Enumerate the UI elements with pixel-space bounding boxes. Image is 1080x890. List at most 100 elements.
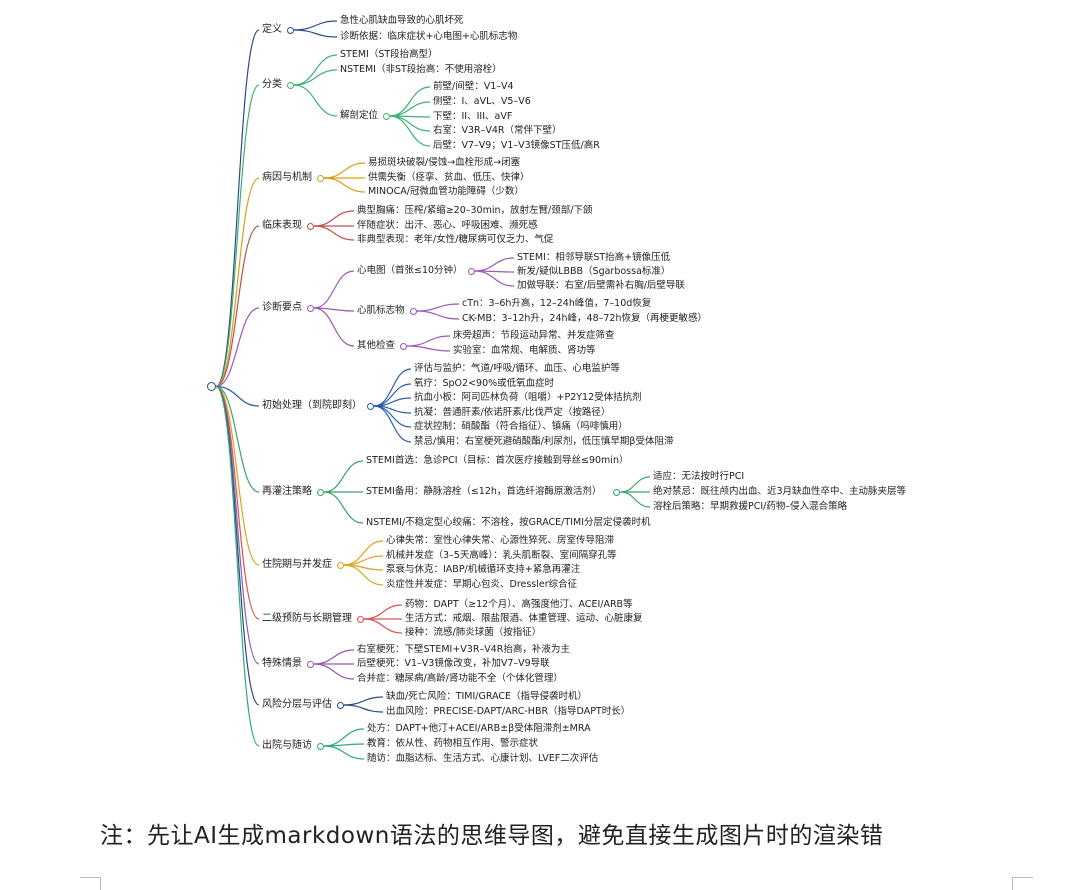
connector-line xyxy=(323,491,364,524)
connector-line xyxy=(215,385,260,620)
connector-line xyxy=(215,385,260,747)
connector-line xyxy=(343,540,384,566)
connector-line xyxy=(620,491,651,508)
collapse-toggle[interactable] xyxy=(307,304,314,312)
node-hospital[interactable]: 住院期与并发症 xyxy=(262,558,344,572)
collapse-toggle[interactable] xyxy=(337,701,344,709)
collapse-toggle[interactable] xyxy=(287,26,294,34)
node-initial[interactable]: 初始处理（到院即刻） xyxy=(262,399,374,413)
connector-line xyxy=(416,303,460,312)
connector-line xyxy=(323,177,366,193)
node-diagnosis[interactable]: 诊断要点 xyxy=(262,301,314,315)
node-label: 分类 xyxy=(262,79,282,90)
node-anatomy[interactable]: 解剖定位 xyxy=(340,109,391,123)
node-other-tests[interactable]: 其他检查 xyxy=(357,339,408,353)
connector-line xyxy=(407,345,451,352)
leaf: 生活方式：戒烟、限盐限酒、体重管理、运动、心脏康复 xyxy=(405,613,643,624)
root-node[interactable] xyxy=(207,382,216,391)
node-prevention[interactable]: 二级预防与长期管理 xyxy=(262,612,364,626)
leaf: 实验室：血常规、电解质、肾功等 xyxy=(453,345,596,356)
leaf: 供需失衡（痉挛、贫血、低压、快律） xyxy=(368,172,530,183)
leaf: 机械并发症（3–5天高峰）：乳头肌断裂、室间隔穿孔等 xyxy=(386,550,617,561)
node-label: 住院期与并发症 xyxy=(262,559,332,570)
leaf: 适应：无法按时行PCI xyxy=(653,471,745,482)
connector-line xyxy=(293,84,338,117)
connector-line xyxy=(313,225,355,241)
node-definition[interactable]: 定义 xyxy=(262,23,294,37)
collapse-toggle[interactable] xyxy=(613,488,621,496)
connector-line xyxy=(416,310,460,320)
collapse-toggle[interactable] xyxy=(383,112,391,120)
connector-line xyxy=(373,368,412,407)
node-label: 特殊情景 xyxy=(262,658,302,669)
node-label: 心肌标志物 xyxy=(357,305,405,316)
node-label: 出院与随访 xyxy=(262,740,312,751)
leaf: 诊断依据：临床症状+心电图+心肌标志物 xyxy=(340,31,518,42)
leaf: 抗血小板：阿司匹林负荷（咀嚼）+P2Y12受体拮抗剂 xyxy=(414,392,642,403)
leaf: 床旁超声：节段运动异常、并发症筛查 xyxy=(453,330,615,341)
connector-line xyxy=(313,270,355,309)
leaf: 心律失常：室性心律失常、心源性猝死、房室传导阻滞 xyxy=(386,535,615,546)
leaf: 急性心肌缺血导致的心肌坏死 xyxy=(340,15,464,26)
node-label: STEMI备用：静脉溶栓（≤12h，首选纤溶酶原激活剂） xyxy=(366,486,602,497)
leaf: 教育：依从性、药物相互作用、警示症状 xyxy=(367,738,539,749)
leaf: 绝对禁忌：既往颅内出血、近3月缺血性卒中、主动脉夹层等 xyxy=(653,486,907,497)
leaf: 溶栓后策略：早期救援PCI/药物–侵入混合策略 xyxy=(653,501,848,512)
leaf: 氧疗：SpO2<90%或低氧血症时 xyxy=(414,378,555,389)
connector-line xyxy=(373,405,412,443)
collapse-toggle[interactable] xyxy=(400,342,408,350)
connector-line xyxy=(215,385,260,706)
node-label: 病因与机制 xyxy=(262,172,312,183)
node-label: 定义 xyxy=(262,24,282,35)
leaf: 非典型表现：老年/女性/糖尿病可仅乏力、气促 xyxy=(357,234,554,245)
collapse-toggle[interactable] xyxy=(307,660,314,668)
leaf: 接种：流感/肺炎球菌（按指征） xyxy=(405,627,542,638)
node-ecg[interactable]: 心电图（首张≤10分钟） xyxy=(357,264,475,278)
node-special[interactable]: 特殊情景 xyxy=(262,657,314,671)
node-reperfusion[interactable]: 再灌注策略 xyxy=(262,485,324,499)
node-markers[interactable]: 心肌标志物 xyxy=(357,304,417,318)
connector-line xyxy=(390,115,431,132)
node-classification[interactable]: 分类 xyxy=(262,78,294,92)
collapse-toggle[interactable] xyxy=(317,174,324,182)
leaf: 合并症：糖尿病/高龄/肾功能不全（个体化管理） xyxy=(357,673,563,684)
collapse-toggle[interactable] xyxy=(409,307,417,315)
connector-line xyxy=(343,564,384,586)
leaf: 后壁梗死：V1–V3镜像改变，补加V7–V9导联 xyxy=(357,658,550,669)
node-label: 心电图（首张≤10分钟） xyxy=(357,265,463,276)
leaf: 评估与监护：气道/呼吸/循环、血压、心电监护等 xyxy=(414,363,620,374)
leaf: STEMI首选：急诊PCI（目标：首次医疗接触到导丝≤90min） xyxy=(366,455,629,466)
leaf: 伴随症状：出汗、恶心、呼吸困难、濒死感 xyxy=(357,220,538,231)
collapse-toggle[interactable] xyxy=(357,615,364,623)
node-lysis[interactable]: STEMI备用：静脉溶栓（≤12h，首选纤溶酶原激活剂） xyxy=(366,485,621,499)
leaf: 随访：血脂达标、生活方式、心康计划、LVEF二次评估 xyxy=(367,753,599,764)
collapse-toggle[interactable] xyxy=(317,488,324,496)
connector-line xyxy=(389,86,431,117)
node-risk[interactable]: 风险分层与评估 xyxy=(262,698,344,712)
node-label: 临床表现 xyxy=(262,220,302,231)
connector-line xyxy=(313,210,355,227)
leaf: 出血风险：PRECISE-DAPT/ARC-HBR（指导DAPT时长） xyxy=(386,706,631,717)
connector-line xyxy=(293,29,338,38)
leaf: 右室梗死：下壁STEMI+V3R–V4R抬高，补液为主 xyxy=(357,644,570,655)
node-clinical[interactable]: 临床表现 xyxy=(262,219,314,233)
collapse-toggle[interactable] xyxy=(467,267,475,275)
leaf: 处方：DAPT+他汀+ACEI/ARB±β受体阻滞剂±MRA xyxy=(367,723,591,734)
node-etiology[interactable]: 病因与机制 xyxy=(262,171,324,185)
connector-line xyxy=(323,162,366,179)
connector-line xyxy=(215,84,260,388)
connector-line xyxy=(343,704,384,713)
leaf: STEMI（ST段抬高型） xyxy=(340,49,438,60)
connector-line xyxy=(215,385,260,407)
connector-line xyxy=(215,385,260,493)
leaf: 抗凝：普通肝素/依诺肝素/比伐芦定（按路径） xyxy=(414,407,611,418)
collapse-toggle[interactable] xyxy=(337,561,344,569)
connector-line xyxy=(215,177,260,388)
collapse-toggle[interactable] xyxy=(317,742,324,750)
collapse-toggle[interactable] xyxy=(367,402,374,410)
collapse-toggle[interactable] xyxy=(307,222,314,230)
node-discharge[interactable]: 出院与随访 xyxy=(262,739,324,753)
collapse-toggle[interactable] xyxy=(287,81,294,89)
connector-line xyxy=(313,663,355,680)
